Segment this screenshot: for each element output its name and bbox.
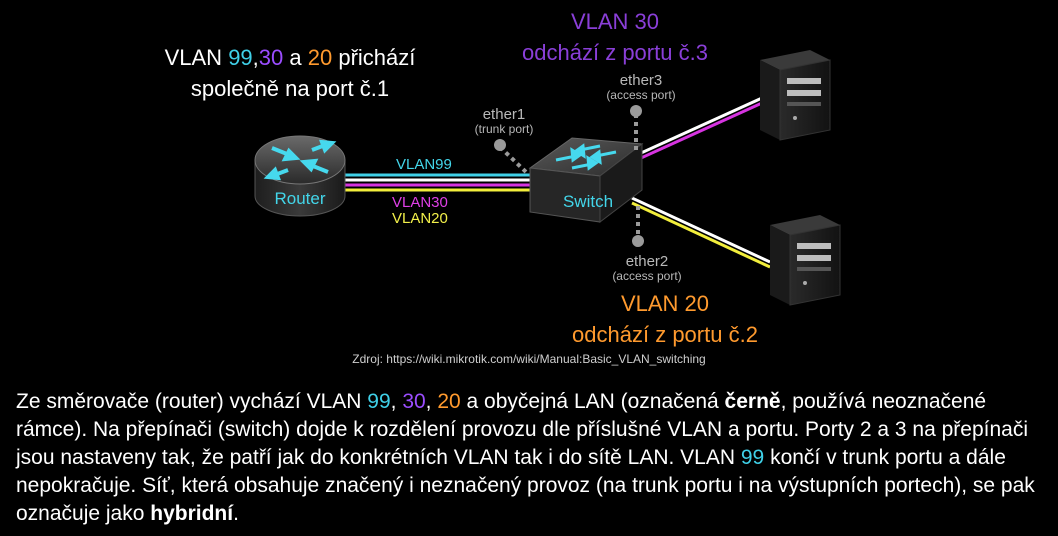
paragraph-bold-text: hybridní — [150, 502, 234, 525]
trunk-link-bundle — [340, 173, 540, 192]
paragraph-bold-text: černě — [724, 390, 781, 413]
ether2-label: ether2 (access port) — [604, 253, 690, 283]
ether1-name: ether1 — [482, 106, 526, 123]
caption-text: , — [252, 45, 259, 70]
paragraph-text: . — [233, 502, 239, 525]
vlan99-link-label: VLAN99 — [396, 156, 452, 173]
ether3-type: (access port) — [606, 88, 676, 102]
vlan30-link-label: VLAN30 — [392, 194, 448, 211]
ether2-name: ether2 — [625, 253, 669, 270]
incoming-vlans-line1: VLAN 99,30 a 20 přichází — [140, 42, 440, 73]
vlan30-exit-caption: VLAN 30 odchází z portu č.3 — [450, 6, 780, 68]
caption-text: přichází — [332, 45, 416, 70]
server-bottom-icon — [770, 215, 841, 306]
router-label: Router — [274, 189, 326, 208]
ether2-link — [631, 196, 771, 269]
ether2-type: (access port) — [612, 269, 682, 283]
vlan30-exit-line2: odchází z portu č.3 — [522, 40, 708, 65]
caption-text: VLAN — [164, 45, 229, 70]
paragraph-text: končí v trunk portu a dále nepokračuje. … — [16, 446, 1035, 525]
ether2-marker — [632, 206, 644, 247]
switch-label: Switch — [562, 192, 614, 211]
ether3-label: ether3 (access port) — [598, 72, 684, 102]
vlan99-number: 99 — [367, 390, 391, 413]
paragraph-text: , používá neoznačené rámce). Na přepínač… — [16, 390, 1029, 469]
ether1-type: (trunk port) — [474, 122, 534, 136]
router-icon — [254, 135, 346, 217]
switch-icon — [528, 137, 644, 224]
vlan30-number: 30 — [258, 45, 284, 70]
vlan20-number: 20 — [307, 45, 333, 70]
paragraph-text: Ze směrovače (router) vychází VLAN — [16, 390, 368, 413]
vlan99-number: 99 — [740, 446, 765, 469]
caption-text: a — [283, 45, 308, 70]
vlan20-exit-line2: odchází z portu č.2 — [572, 322, 758, 347]
ether1-marker — [494, 139, 528, 174]
paragraph-text: a obyčejná LAN (označená — [460, 390, 725, 413]
vlan30-number: 30 — [402, 390, 426, 413]
vlan30-exit-line1: VLAN 30 — [570, 9, 660, 34]
network-diagram — [254, 50, 841, 306]
vlan20-exit-caption: VLAN 20 odchází z portu č.2 — [540, 288, 790, 350]
source-credit: Zdroj: https://wiki.mikrotik.com/wiki/Ma… — [352, 352, 706, 366]
paragraph-text: , — [390, 390, 403, 413]
ether1-label: ether1 (trunk port) — [464, 106, 544, 136]
vlan99-number: 99 — [228, 45, 253, 70]
description-paragraph: Ze směrovače (router) vychází VLAN 99, 3… — [16, 388, 1046, 528]
vlan20-link-label: VLAN20 — [392, 210, 448, 227]
vlan20-number: 20 — [437, 390, 461, 413]
ether3-marker — [630, 105, 642, 152]
ether3-name: ether3 — [619, 72, 663, 89]
paragraph-text: , — [425, 390, 438, 413]
vlan20-exit-line1: VLAN 20 — [620, 291, 710, 316]
incoming-vlans-line2: společně na port č.1 — [190, 76, 390, 101]
server-top-icon — [760, 50, 831, 141]
incoming-vlans-caption: VLAN 99,30 a 20 přichází společně na por… — [140, 42, 440, 104]
ether3-link — [629, 96, 763, 165]
